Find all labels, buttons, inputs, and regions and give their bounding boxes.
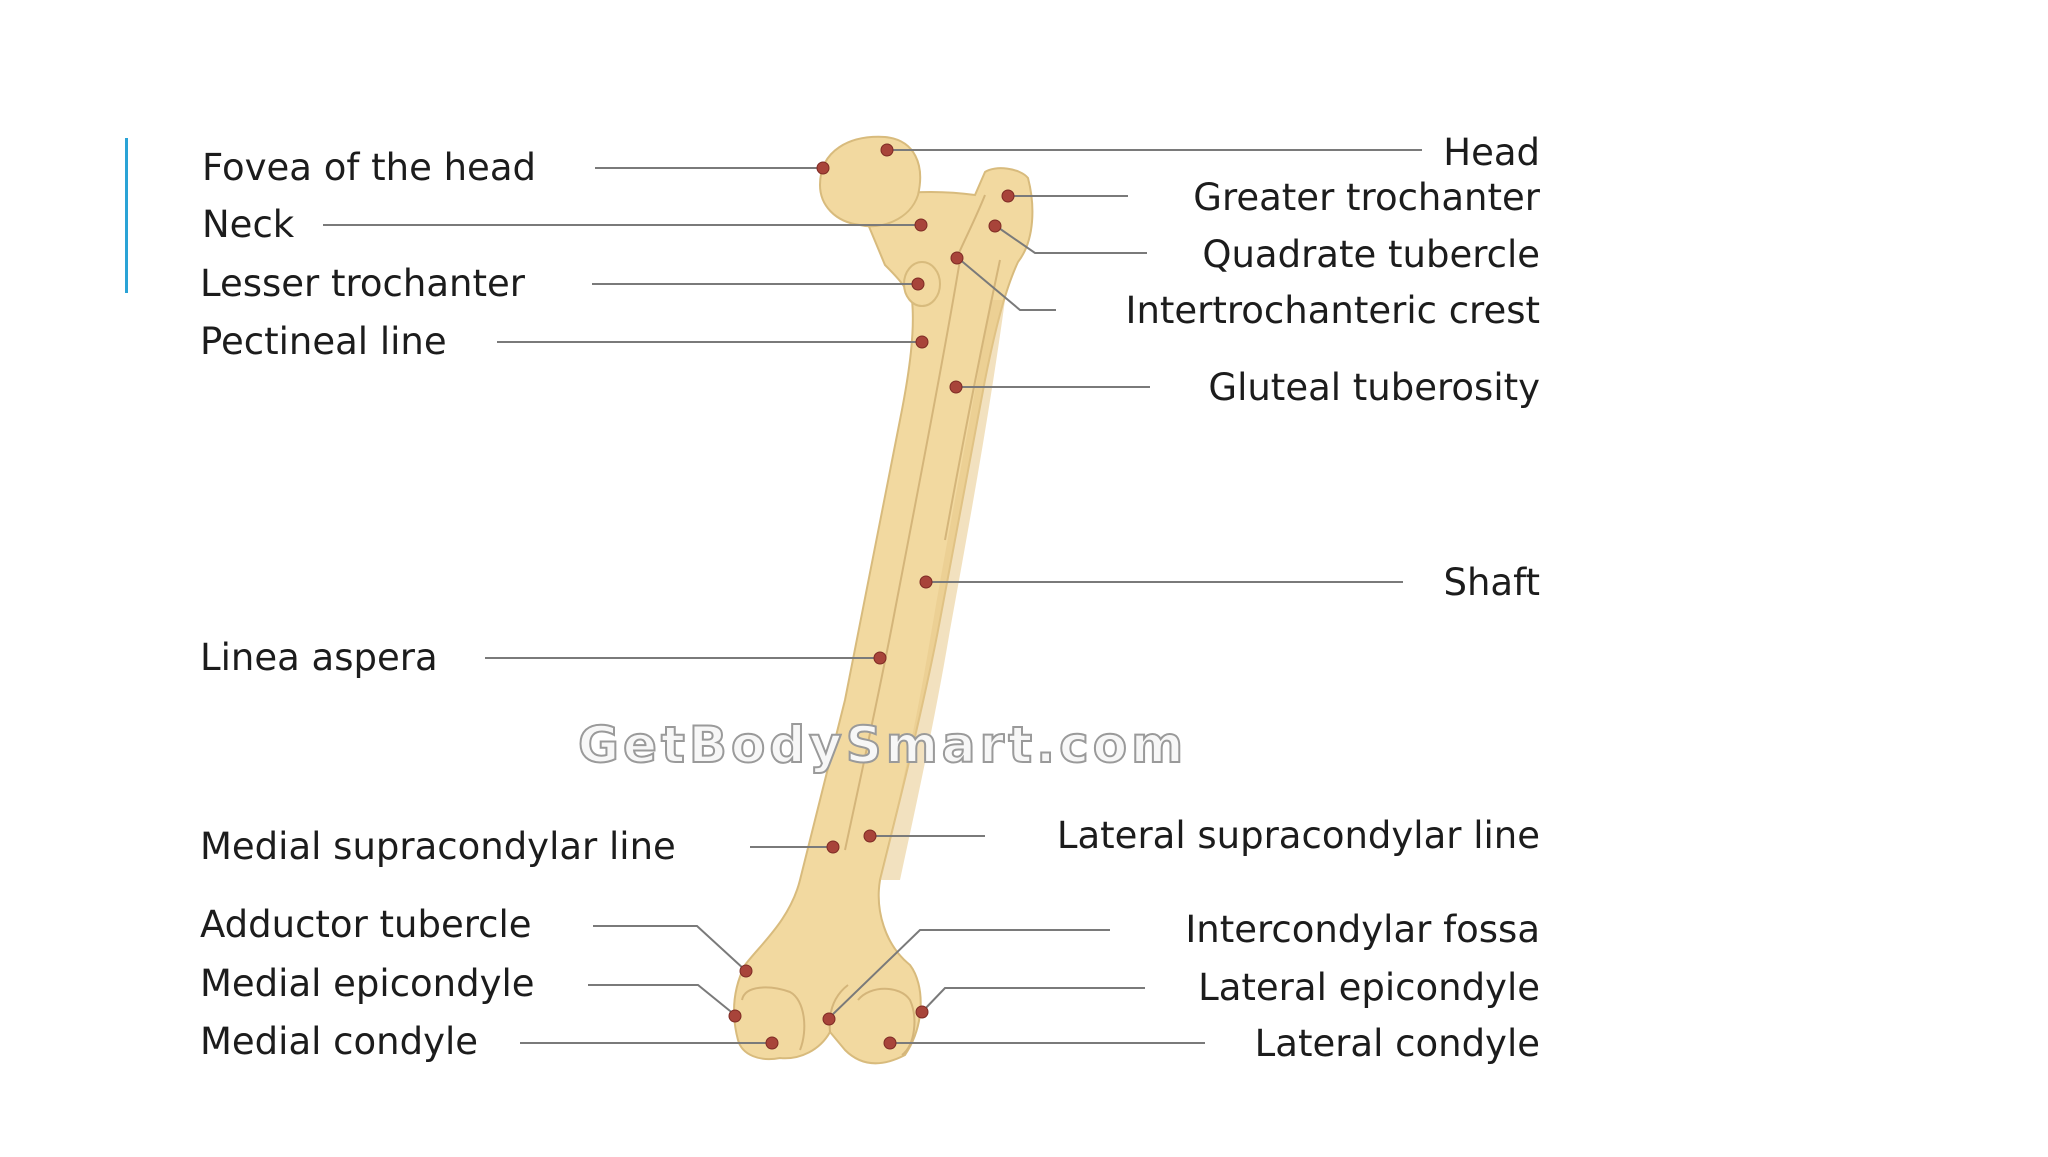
dot-lateral-supracondylar [864,830,876,842]
dot-lateral-epicondyle [916,1006,928,1018]
leader-adductor-tubercle [593,926,745,970]
accent-bar [125,138,128,293]
label-neck: Neck [202,203,295,246]
dot-linea-aspera [874,652,886,664]
label-medial-supracondylar-line: Medial supracondylar line [200,825,676,868]
right-labels: Head Greater trochanter Quadrate tubercl… [1057,131,1541,1065]
label-lesser-trochanter: Lesser trochanter [200,262,526,305]
dot-medial-supracondylar [827,841,839,853]
label-linea-aspera: Linea aspera [200,636,438,679]
label-lateral-supracondylar-line: Lateral supracondylar line [1057,814,1540,857]
dot-head [881,144,893,156]
label-head: Head [1443,131,1540,174]
dot-medial-epicondyle [729,1010,741,1022]
label-gluteal-tuberosity: Gluteal tuberosity [1208,366,1540,409]
label-shaft: Shaft [1444,561,1541,604]
dot-quadrate-tubercle [989,220,1001,232]
femur-bone-illustration [734,137,1032,1063]
label-quadrate-tubercle: Quadrate tubercle [1202,233,1540,276]
dot-lesser-trochanter [912,278,924,290]
label-adductor-tubercle: Adductor tubercle [200,903,532,946]
label-pectineal-line: Pectineal line [200,320,447,363]
dot-adductor-tubercle [740,965,752,977]
leader-medial-epicondyle [588,985,735,1015]
dot-medial-condyle [766,1037,778,1049]
label-lateral-epicondyle: Lateral epicondyle [1198,966,1540,1009]
dot-intertrochanteric-crest [951,252,963,264]
dot-fovea [817,162,829,174]
label-intertrochanteric-crest: Intertrochanteric crest [1126,289,1540,332]
label-medial-condyle: Medial condyle [200,1020,478,1063]
dot-lateral-condyle [884,1037,896,1049]
dot-pectineal-line [916,336,928,348]
dot-greater-trochanter [1002,190,1014,202]
dot-gluteal-tuberosity [950,381,962,393]
watermark: GetBodySmart.com [578,716,1187,774]
leader-lateral-epicondyle [922,988,1145,1012]
femur-body [734,168,1032,1063]
label-lateral-condyle: Lateral condyle [1255,1022,1540,1065]
dot-shaft [920,576,932,588]
dot-intercondylar-fossa [823,1013,835,1025]
label-fovea-of-the-head: Fovea of the head [202,146,536,189]
dot-neck [915,219,927,231]
label-intercondylar-fossa: Intercondylar fossa [1185,908,1540,951]
label-medial-epicondyle: Medial epicondyle [200,962,535,1005]
label-greater-trochanter: Greater trochanter [1193,176,1540,219]
